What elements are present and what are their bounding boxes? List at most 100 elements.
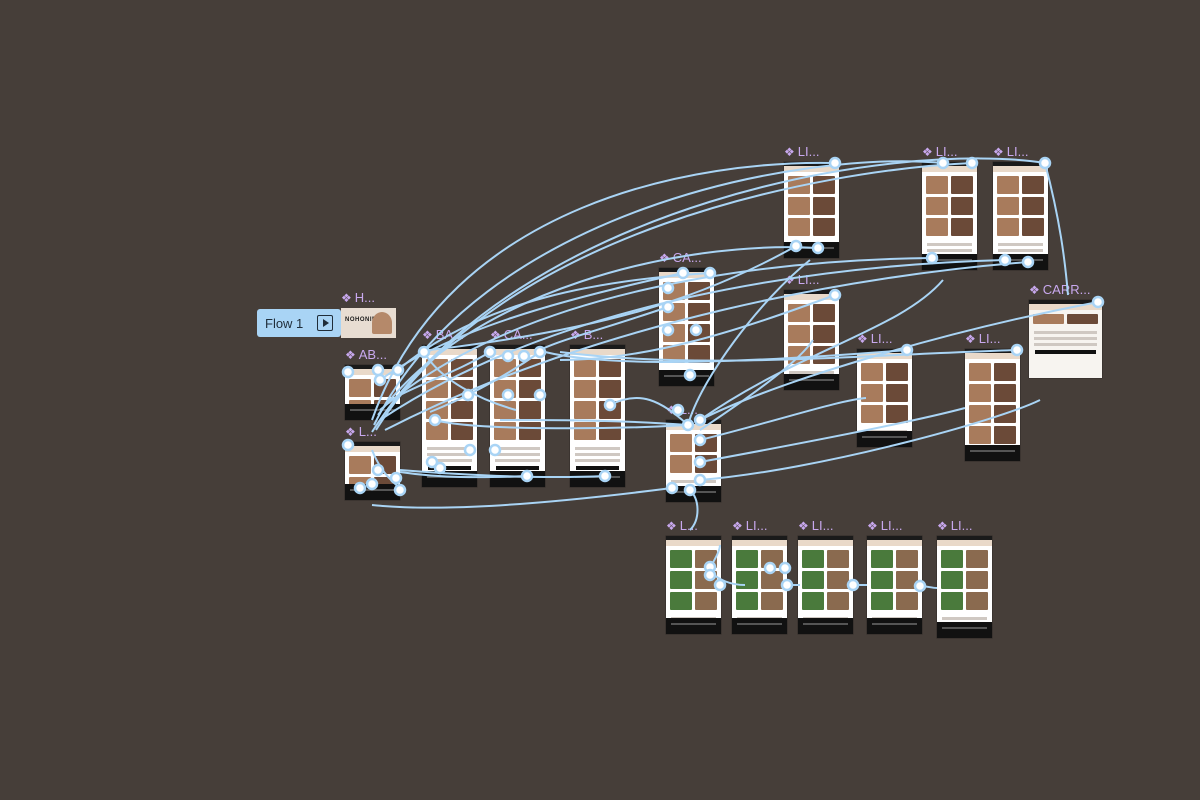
product-thumbnail (896, 550, 918, 568)
frame-l2[interactable] (666, 420, 721, 502)
product-thumbnail (688, 303, 710, 321)
product-thumbnail (951, 218, 973, 236)
flow-starting-point-button[interactable]: Flow 1 (257, 309, 341, 337)
frame-label-li_top2[interactable]: ❖LI... (922, 144, 957, 160)
frame-label-ab[interactable]: ❖AB... (345, 347, 387, 363)
text-line (427, 447, 472, 450)
frame-label-li_mid3[interactable]: ❖LI... (965, 331, 1000, 347)
frame-name: CA... (504, 327, 533, 342)
frame-name: LI... (951, 518, 973, 533)
frame-name: LI... (979, 331, 1001, 346)
frame-li_b1[interactable] (732, 536, 787, 634)
product-thumbnail (574, 401, 596, 419)
product-thumbnail (688, 282, 710, 300)
frame-label-li_b2[interactable]: ❖LI... (798, 518, 833, 534)
frame-li_b2[interactable] (798, 536, 853, 634)
component-icon: ❖ (937, 519, 948, 533)
frame-li_top2[interactable] (922, 162, 977, 270)
product-thumbnail (670, 550, 692, 568)
product-grid (1029, 310, 1102, 328)
product-thumbnail (997, 218, 1019, 236)
product-thumbnail (926, 197, 948, 215)
product-grid (784, 300, 839, 368)
frame-footer (784, 242, 839, 258)
frame-footer (784, 374, 839, 390)
frame-li_mid2[interactable] (857, 349, 912, 447)
product-thumbnail (574, 422, 596, 440)
frame-footer (666, 618, 721, 634)
frame-label-ca1[interactable]: ❖CA... (490, 327, 533, 343)
frame-home[interactable]: NOHONIMAR (341, 308, 396, 338)
product-grid (784, 172, 839, 240)
product-thumbnail (941, 550, 963, 568)
frame-ca2[interactable] (659, 268, 714, 386)
text-line (575, 459, 620, 462)
product-thumbnail (788, 325, 810, 343)
frame-label-li_mid2[interactable]: ❖LI... (857, 331, 892, 347)
frame-footer (345, 484, 400, 500)
frame-label-carr[interactable]: ❖CARR... (1029, 282, 1090, 298)
frame-ca1[interactable] (490, 345, 545, 487)
play-icon[interactable] (317, 315, 333, 331)
frame-label-l1[interactable]: ❖L... (345, 424, 377, 440)
frame-label-li_b3[interactable]: ❖LI... (867, 518, 902, 534)
product-thumbnail (451, 401, 473, 419)
frame-li_mid3[interactable] (965, 349, 1020, 461)
product-thumbnail (599, 401, 621, 419)
product-thumbnail (426, 380, 448, 398)
product-thumbnail (599, 359, 621, 377)
cta-button (428, 466, 471, 470)
product-thumbnail (494, 401, 516, 419)
product-grid (732, 546, 787, 614)
product-thumbnail (994, 384, 1016, 402)
frame-ba[interactable] (422, 345, 477, 487)
frame-b1[interactable] (570, 345, 625, 487)
product-thumbnail (761, 571, 783, 589)
frame-footer (965, 445, 1020, 461)
product-thumbnail (574, 380, 596, 398)
frame-label-li_b4[interactable]: ❖LI... (937, 518, 972, 534)
product-thumbnail (1022, 197, 1044, 215)
frame-label-home[interactable]: ❖H... (341, 290, 375, 306)
product-thumbnail (736, 592, 758, 610)
frame-l3[interactable] (666, 536, 721, 634)
frame-name: L... (359, 424, 377, 439)
product-grid (666, 546, 721, 614)
product-thumbnail (994, 363, 1016, 381)
frame-li_b3[interactable] (867, 536, 922, 634)
frame-label-li_mid1[interactable]: ❖LI... (784, 272, 819, 288)
frame-l1[interactable] (345, 442, 400, 500)
product-thumbnail (969, 426, 991, 444)
product-thumbnail (966, 550, 988, 568)
product-thumbnail (426, 401, 448, 419)
frame-li_b4[interactable] (937, 536, 992, 638)
frame-label-b1[interactable]: ❖B... (570, 327, 603, 343)
frame-label-ca2[interactable]: ❖CA... (659, 250, 702, 266)
product-thumbnail (802, 571, 824, 589)
product-thumbnail (788, 304, 810, 322)
frame-ab[interactable] (345, 365, 400, 420)
product-thumbnail (896, 571, 918, 589)
product-thumbnail (969, 363, 991, 381)
cta-button (496, 466, 539, 470)
component-icon: ❖ (993, 145, 1004, 159)
frame-label-l3[interactable]: ❖L... (666, 518, 698, 534)
frame-label-ba[interactable]: ❖BA... (422, 327, 464, 343)
frame-label-li_top1[interactable]: ❖LI... (784, 144, 819, 160)
frame-label-l2[interactable]: ❖L... (666, 402, 698, 418)
frame-li_top1[interactable] (784, 162, 839, 258)
frame-name: LI... (1007, 144, 1029, 159)
product-thumbnail (670, 571, 692, 589)
frame-label-li_top3[interactable]: ❖LI... (993, 144, 1028, 160)
frame-label-li_b1[interactable]: ❖LI... (732, 518, 767, 534)
frame-li_mid1[interactable] (784, 290, 839, 390)
frame-carr[interactable] (1029, 300, 1102, 378)
product-grid (937, 546, 992, 614)
frame-li_top3[interactable] (993, 162, 1048, 270)
component-icon: ❖ (732, 519, 743, 533)
product-grid (922, 172, 977, 240)
product-thumbnail (966, 592, 988, 610)
frame-footer (922, 254, 977, 270)
text-line (671, 480, 716, 483)
